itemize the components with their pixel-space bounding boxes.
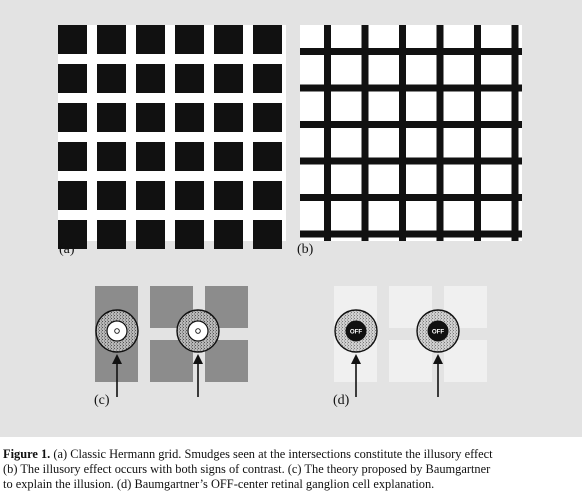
grid-square — [253, 181, 282, 210]
grid-square — [97, 25, 126, 54]
grid-square — [175, 64, 204, 93]
grid-square — [175, 25, 204, 54]
grid-bar-horizontal — [300, 84, 522, 92]
grid-bar-horizontal — [300, 121, 522, 128]
arrow-c-1 — [112, 354, 122, 397]
grid-square — [97, 142, 126, 171]
grid-square — [58, 142, 87, 171]
grid-bar-vertical — [324, 25, 331, 241]
grid-bar-horizontal — [300, 194, 522, 201]
grid-square — [136, 220, 165, 249]
panel-label-a: (a) — [59, 242, 75, 257]
grid-square — [175, 181, 204, 210]
baumgartner-on-center-diagram — [95, 286, 248, 397]
grid-bar-vertical — [399, 25, 406, 241]
grid-bar-horizontal — [300, 157, 522, 165]
grid-square — [253, 64, 282, 93]
grid-square — [175, 220, 204, 249]
grid-square — [97, 64, 126, 93]
arrow-d-2 — [433, 354, 443, 397]
grid-square — [214, 142, 243, 171]
panel-label-b: (b) — [297, 242, 314, 257]
grid-square — [136, 181, 165, 210]
grid-square — [136, 64, 165, 93]
caption-line-1-text: (a) Classic Hermann grid. Smudges seen a… — [50, 447, 493, 461]
caption-line-2: (b) The illusory effect occurs with both… — [3, 462, 491, 476]
grid-square — [58, 181, 87, 210]
receptive-field-2 — [176, 309, 220, 353]
receptive-field-1 — [95, 309, 139, 353]
grid-square — [175, 103, 204, 132]
grid-square — [214, 25, 243, 54]
grid-square — [97, 181, 126, 210]
grid-square — [136, 25, 165, 54]
off-label-2: OFF — [432, 329, 445, 336]
grid-square — [58, 64, 87, 93]
grid-square — [214, 220, 243, 249]
grid-bar-vertical — [511, 25, 519, 241]
grid-square — [58, 25, 87, 54]
figure-caption: Figure 1. (a) Classic Hermann grid. Smud… — [3, 447, 582, 492]
caption-figure-label: Figure 1. — [3, 447, 51, 461]
panel-label-c: (c) — [94, 393, 110, 408]
grid-square — [253, 220, 282, 249]
off-center-cell-1: OFF — [334, 309, 378, 353]
grid-bar-vertical — [474, 25, 481, 241]
grid-bar-horizontal — [300, 230, 522, 238]
baumgartner-off-center-diagram: OFF OFF — [334, 286, 487, 397]
grid-square — [136, 103, 165, 132]
grid-square — [253, 25, 282, 54]
hermann-grid-black — [58, 25, 286, 249]
grid-square — [214, 64, 243, 93]
grid-square — [97, 220, 126, 249]
caption-line-3: to explain the illusion. (d) Baumgartner… — [3, 477, 435, 491]
off-label-1: OFF — [350, 329, 363, 336]
arrow-d-1 — [351, 354, 361, 397]
off-center-cell-2: OFF — [416, 309, 460, 353]
grid-square — [58, 220, 87, 249]
panel-label-d: (d) — [333, 393, 350, 408]
grid-square — [214, 103, 243, 132]
arrow-c-2 — [193, 354, 203, 397]
grid-square — [58, 103, 87, 132]
grid-bar-horizontal — [300, 48, 522, 55]
figure-illustration: OFF OFF — [58, 25, 522, 397]
hermann-grid-white — [300, 25, 522, 241]
grid-bar-vertical — [361, 25, 369, 241]
grid-square — [253, 103, 282, 132]
grid-square — [97, 103, 126, 132]
caption-line-1: Figure 1. (a) Classic Hermann grid. Smud… — [3, 447, 582, 462]
grid-square — [253, 142, 282, 171]
grid-bar-vertical — [436, 25, 444, 241]
grid-square — [136, 142, 165, 171]
grid-square — [175, 142, 204, 171]
grid-square — [214, 181, 243, 210]
